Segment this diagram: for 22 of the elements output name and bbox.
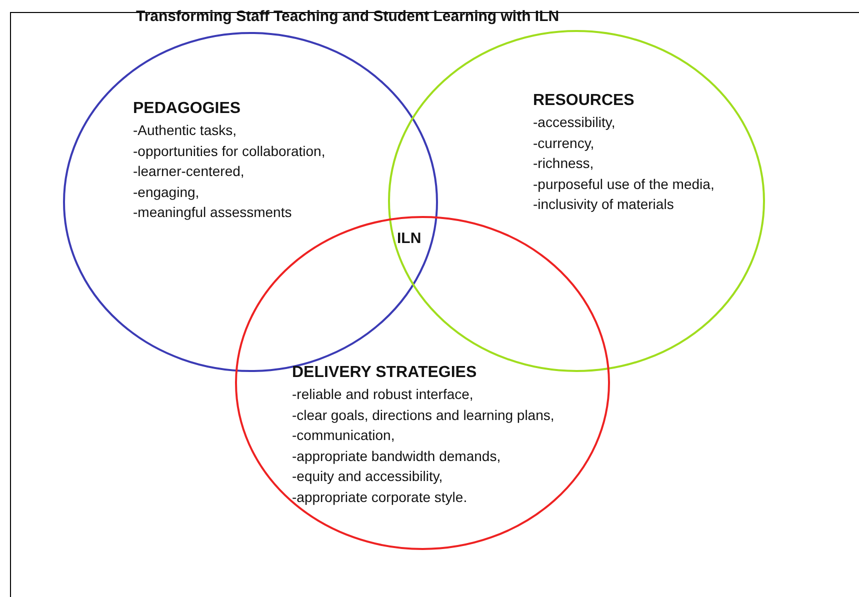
list-item: -learner-centered, <box>133 162 246 181</box>
list-item: -currency, <box>533 134 596 153</box>
list-item: -equity and accessibility, <box>292 467 444 486</box>
list-item: -opportunities for collaboration, <box>133 142 326 161</box>
list-item: -Authentic tasks, <box>133 121 238 140</box>
list-item: -reliable and robust interface, <box>292 385 474 404</box>
list-item: -engaging, <box>133 182 200 202</box>
list-item: -inclusivity of materials <box>533 195 675 214</box>
circle-heading: PEDAGOGIES <box>133 99 242 119</box>
circle-heading: DELIVERY STRATEGIES <box>292 363 478 383</box>
list-item: -appropriate corporate style. <box>292 488 468 507</box>
list-item: -appropriate bandwidth demands, <box>292 446 502 466</box>
list-item: -accessibility, <box>533 113 616 132</box>
diagram-title: Transforming Staff Teaching and Student Learning with ILN <box>136 8 560 25</box>
list-item: -clear goals, directions and learning plans, <box>292 406 554 425</box>
list-item: -communication, <box>292 426 396 445</box>
list-item: -meaningful assessments <box>133 203 293 222</box>
overlap-label: ILN <box>397 230 422 247</box>
circle-heading: RESOURCES <box>533 91 636 111</box>
venn-circle <box>235 216 610 550</box>
list-item: -richness, <box>533 154 595 173</box>
list-item: -purposeful use of the media, <box>533 174 714 194</box>
